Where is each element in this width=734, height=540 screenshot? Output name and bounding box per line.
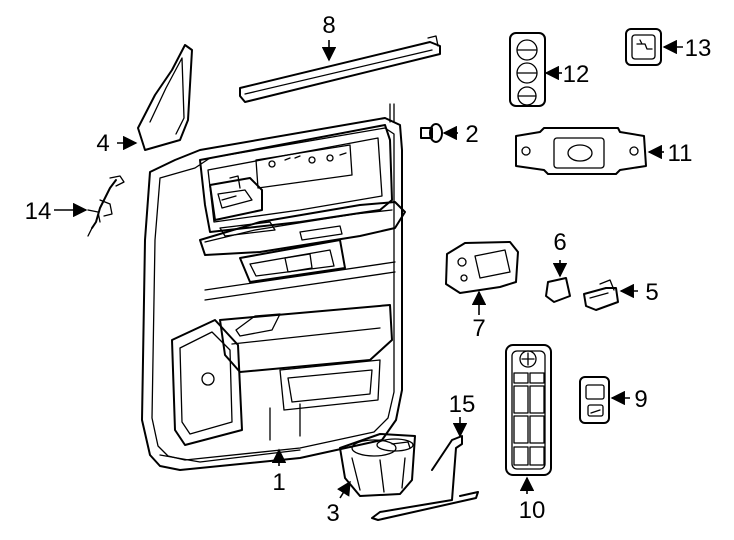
callout-15: 15 — [449, 391, 476, 418]
callout-12: 12 — [563, 61, 590, 88]
master-window-switch — [505, 344, 552, 476]
cover-plug — [545, 277, 571, 303]
window-switch-single — [579, 376, 610, 424]
callout-8: 8 — [322, 12, 335, 39]
callout-14: 14 — [25, 198, 52, 225]
inside-door-handle — [445, 241, 519, 294]
callout-4: 4 — [96, 130, 109, 157]
leader-lines — [54, 39, 683, 499]
heated-seat-switch — [509, 32, 546, 107]
callout-2: 2 — [465, 121, 478, 148]
callout-6: 6 — [553, 229, 566, 256]
actuator-rod — [371, 435, 479, 521]
callout-5: 5 — [645, 279, 658, 306]
callout-1: 1 — [272, 469, 285, 496]
mirror-sail-trim — [137, 44, 193, 151]
callout-11: 11 — [668, 140, 693, 167]
cup-holder-bezel — [339, 433, 416, 497]
callout-7: 7 — [472, 315, 485, 342]
callout-13: 13 — [685, 35, 712, 62]
callout-labels: 1 2 3 4 5 6 7 8 9 10 11 12 13 14 15 — [25, 12, 712, 527]
wire-harness — [87, 175, 125, 237]
push-pin-fastener — [420, 123, 443, 143]
callout-9: 9 — [634, 386, 647, 413]
belt-weatherstrip — [239, 35, 441, 103]
door-trim-panel — [141, 103, 406, 471]
lock-switch — [625, 28, 662, 66]
overhead-switch-bezel — [515, 127, 647, 175]
connector-switch — [583, 279, 619, 311]
callout-10: 10 — [519, 497, 546, 524]
callout-3: 3 — [326, 500, 339, 527]
